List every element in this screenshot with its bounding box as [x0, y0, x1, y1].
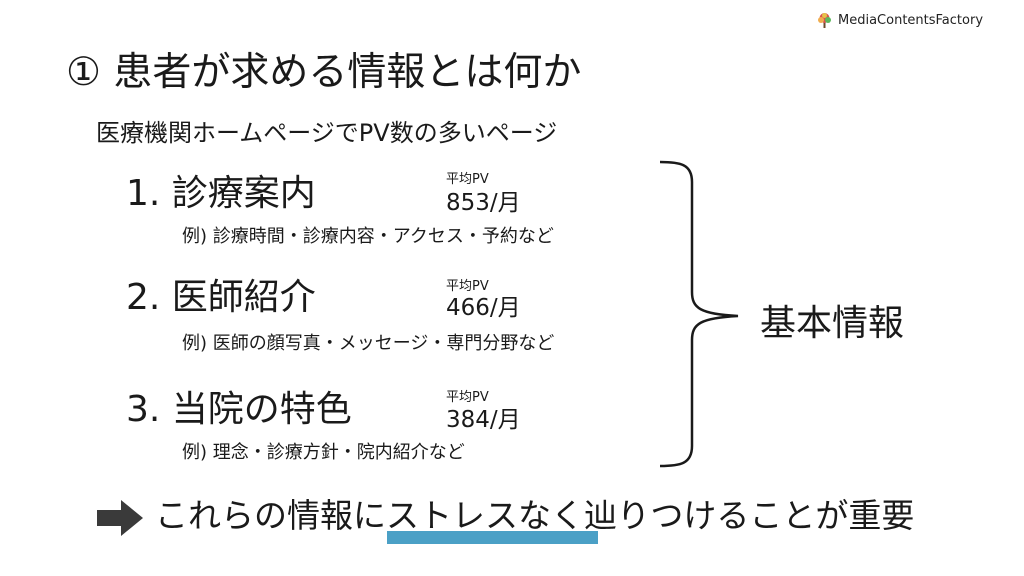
pv-label-1: 平均PV [446, 172, 489, 187]
highlight-bar [387, 531, 598, 544]
item-title-3: 3. 当院の特色 [126, 389, 352, 430]
pv-value-1: 853/月 [446, 190, 521, 216]
pv-value-3: 384/月 [446, 407, 521, 433]
pv-label-3: 平均PV [446, 390, 489, 405]
item-title-2: 2. 医師紹介 [126, 277, 316, 318]
company-logo: MediaContentsFactory [816, 12, 983, 29]
conclusion-text: これらの情報にストレスなく辿りつけることが重要 [155, 496, 915, 535]
item-title-1: 1. 診療案内 [126, 173, 316, 214]
pv-label-2: 平均PV [446, 279, 489, 294]
example-2: 例) 医師の顔写真・メッセージ・専門分野など [182, 333, 555, 354]
logo-text: MediaContentsFactory [838, 13, 984, 28]
slide-subtitle: 医療機関ホームページでPV数の多いページ [96, 119, 558, 147]
summary-label: 基本情報 [760, 303, 905, 344]
right-brace-icon [659, 160, 739, 468]
example-1: 例) 診療時間・診療内容・アクセス・予約など [182, 226, 554, 247]
pv-value-2: 466/月 [446, 295, 521, 321]
slide-title: ① 患者が求める情報とは何か [66, 50, 582, 95]
example-3: 例) 理念・診療方針・院内紹介など [182, 442, 465, 463]
tree-logo-icon [818, 13, 831, 28]
right-arrow-icon [97, 500, 143, 536]
